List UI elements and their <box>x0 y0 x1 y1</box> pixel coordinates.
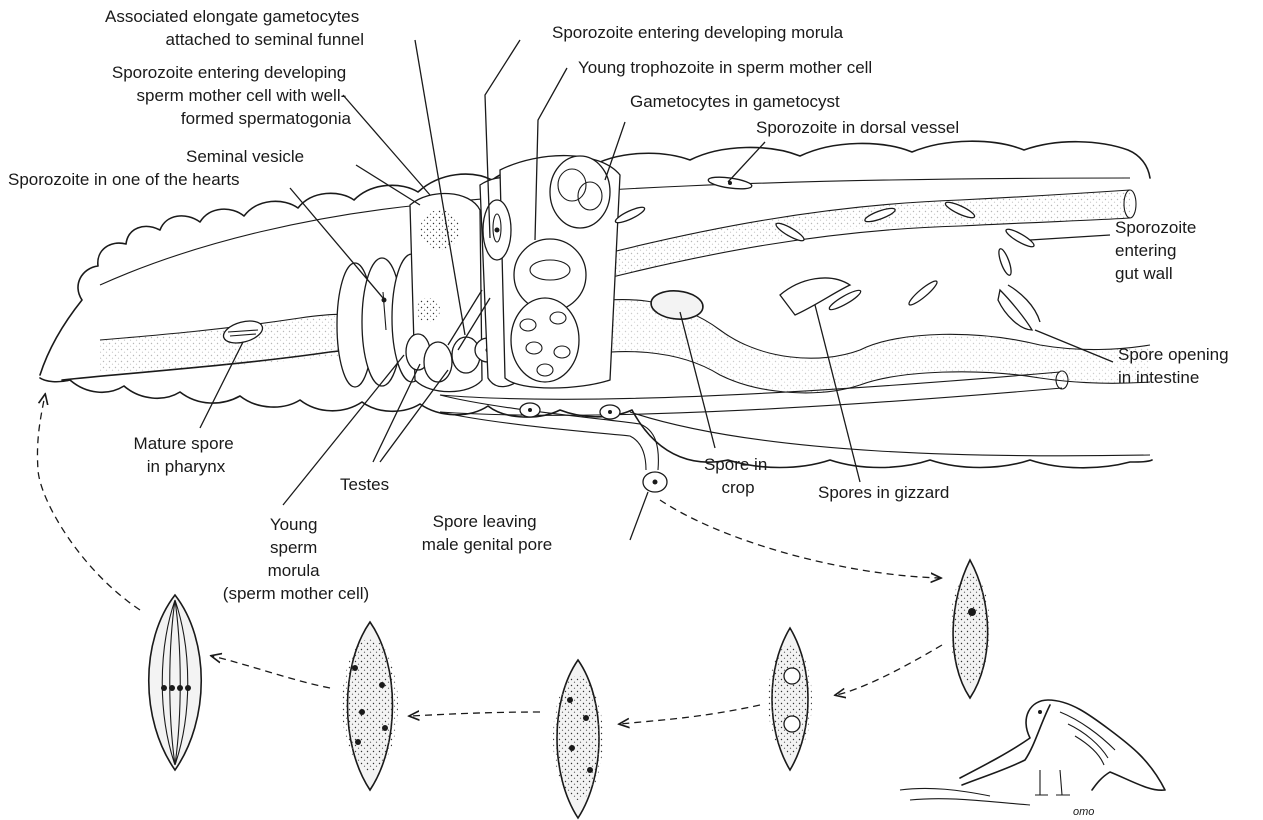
artist-signature: omo <box>1073 806 1094 818</box>
bird-illustration: omo <box>900 700 1165 818</box>
label-sporozoite-morula: Sporozoite entering developing morula <box>552 23 844 42</box>
label-mature-spore: Mature spore in pharynx <box>134 434 239 476</box>
label-spores-gizzard: Spores in gizzard <box>818 483 949 502</box>
label-young-trophozoite: Young trophozoite in sperm mother cell <box>578 58 872 77</box>
label-spore-crop: Spore in crop <box>704 455 772 497</box>
reproductive-organs <box>406 156 620 419</box>
spore-stage-2 <box>768 628 812 770</box>
spore-stage-5 <box>149 595 202 770</box>
label-young-sperm-morula: Young sperm morula (sperm mother cell) <box>223 515 369 603</box>
label-gametocytes-gametocyst: Gametocytes in gametocyst <box>630 92 840 111</box>
label-sporozoite-gut-wall: Sporozoite entering gut wall <box>1115 218 1201 283</box>
label-seminal-vesicle: Seminal vesicle <box>186 147 304 166</box>
label-testes: Testes <box>340 475 389 494</box>
label-sporozoite-hearts: Sporozoite in one of the hearts <box>8 170 240 189</box>
spore-stage-1 <box>950 560 990 698</box>
label-sporozoite-sperm-mother: Sporozoite entering developing sperm mot… <box>112 63 352 128</box>
spore-stage-4 <box>342 622 398 790</box>
label-spore-leaving: Spore leaving male genital pore <box>422 512 552 554</box>
spore-stage-3 <box>553 660 603 818</box>
label-sporozoite-dorsal-vessel: Sporozoite in dorsal vessel <box>756 118 959 137</box>
label-associated-gametocytes: Associated elongate gametocytes attached… <box>105 7 364 49</box>
